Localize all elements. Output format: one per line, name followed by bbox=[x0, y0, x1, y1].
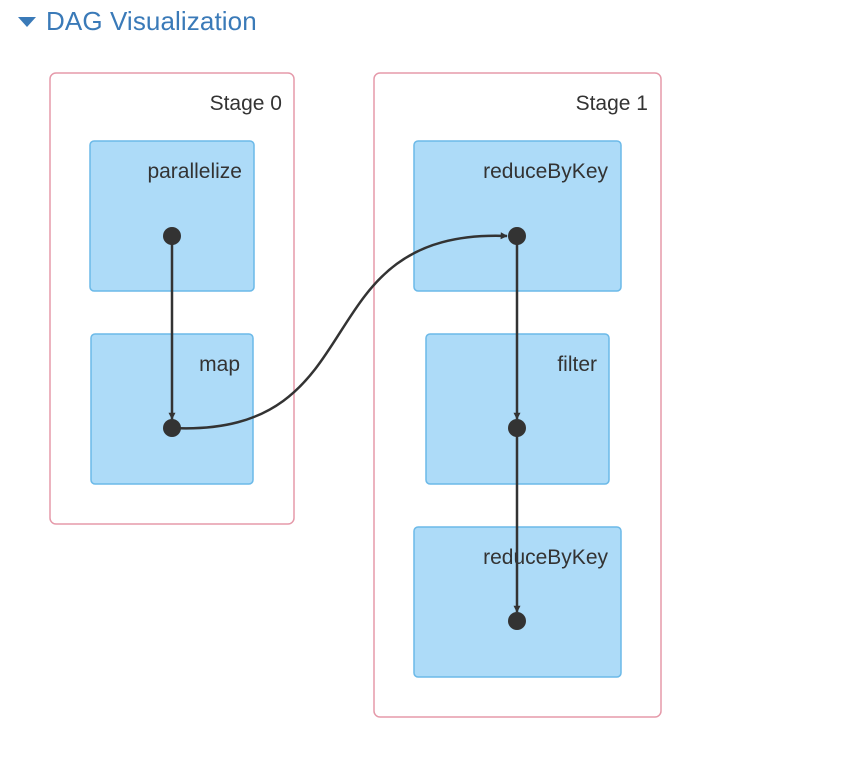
node-dot bbox=[508, 419, 526, 437]
operation-label: map bbox=[199, 353, 240, 376]
operation-label: filter bbox=[557, 353, 597, 376]
stage-label-1: Stage 1 bbox=[576, 92, 648, 115]
dag-visualization-title: DAG Visualization bbox=[46, 6, 257, 36]
stage-label-0: Stage 0 bbox=[210, 92, 282, 115]
operation-parallelize[interactable]: parallelize bbox=[89, 140, 255, 292]
node-dot bbox=[163, 419, 181, 437]
node-dot bbox=[508, 612, 526, 630]
dag-visualization-toggle[interactable]: DAG Visualization bbox=[18, 4, 257, 38]
node-dot bbox=[508, 227, 526, 245]
operation-reducebykey-1[interactable]: reduceByKey bbox=[413, 140, 622, 292]
operation-label: reduceByKey bbox=[483, 160, 608, 183]
operation-label: reduceByKey bbox=[483, 546, 608, 569]
edge-map-to-reducebykey bbox=[171, 232, 508, 430]
node-dot bbox=[163, 227, 181, 245]
operation-label: parallelize bbox=[147, 160, 242, 183]
triangle-down-icon bbox=[18, 17, 36, 27]
